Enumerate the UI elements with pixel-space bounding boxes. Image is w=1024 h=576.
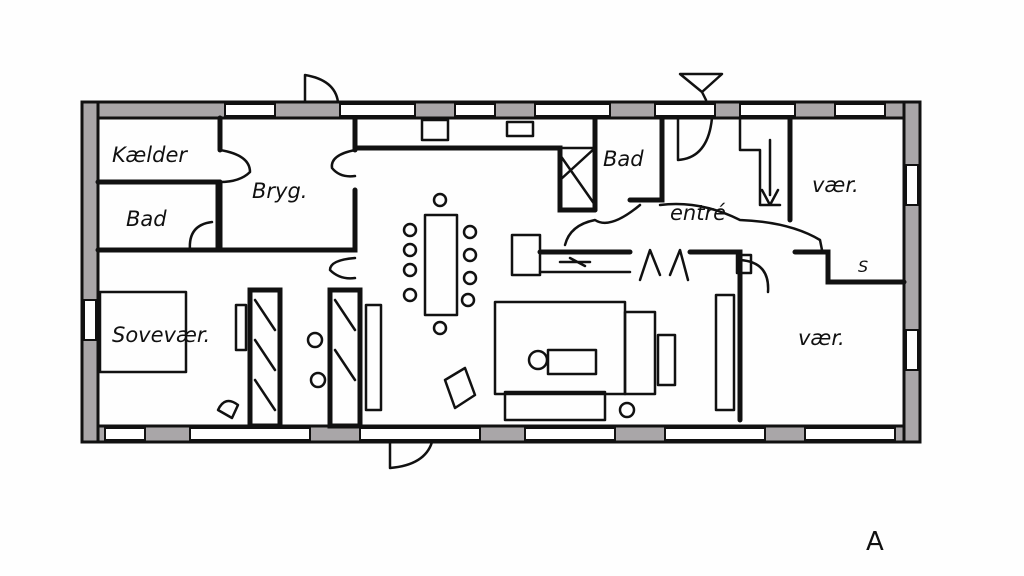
outer-walls bbox=[80, 100, 922, 444]
interior-walls bbox=[95, 115, 907, 429]
closet-label-s: S bbox=[858, 257, 868, 276]
room-label-entre: entré bbox=[670, 201, 726, 225]
room-label-sovevaerelse: Sovevær. bbox=[112, 323, 210, 347]
windows bbox=[83, 103, 919, 441]
doors bbox=[188, 73, 824, 470]
elevation-mark: A bbox=[866, 527, 884, 557]
room-label-bad-2: Bad bbox=[603, 147, 644, 171]
room-label-bryggers: Bryg. bbox=[252, 179, 307, 203]
room-label-bad: Bad bbox=[126, 207, 167, 231]
room-label-vaerelse-1: vær. bbox=[812, 173, 859, 197]
room-label-kaelder: Kælder bbox=[112, 143, 188, 167]
furniture bbox=[98, 118, 753, 422]
room-label-vaerelse-2: vær. bbox=[798, 326, 845, 350]
stair-arrow bbox=[738, 116, 782, 207]
entry-triangle-marker bbox=[678, 72, 724, 102]
